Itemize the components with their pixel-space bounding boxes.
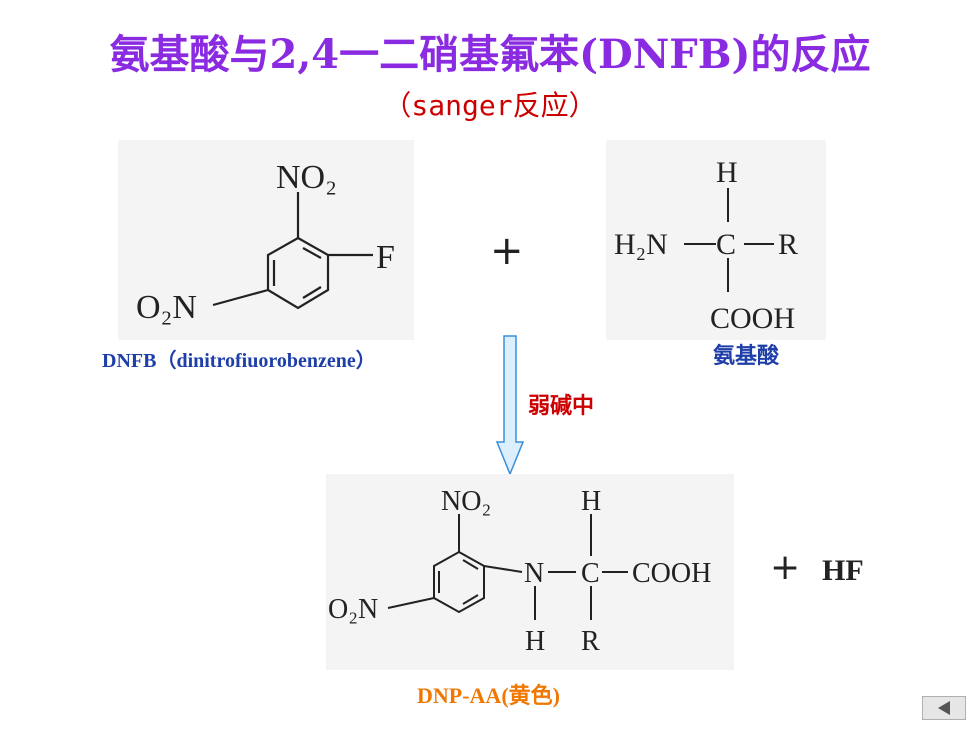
dnp-n-label: N (524, 558, 544, 589)
product-name: DNP-AA(黄色) (417, 683, 560, 708)
dnp-h-top-label: H (581, 486, 601, 517)
dnp-cooh-label: COOH (632, 558, 711, 589)
previous-slide-button[interactable] (922, 696, 966, 720)
dnp-r-label: R (581, 626, 600, 657)
dnfb-structure: NO₂ F O₂N (118, 140, 414, 340)
amino-acid-structure: H H₂N C R COOH (606, 140, 826, 340)
aa-h-label: H (716, 156, 738, 189)
aa-c-label: C (716, 228, 736, 261)
plus-sign-byproduct: + (770, 547, 801, 588)
aa-cooh-label: COOH (710, 302, 795, 335)
plus-sign: + (490, 228, 524, 274)
dnp-h-bottom-label: H (525, 626, 545, 657)
amino-acid-name: 氨基酸 (713, 344, 780, 369)
dnfb-no2-label: NO₂ (276, 159, 337, 196)
triangle-left-icon (938, 701, 950, 715)
dnp-no2-label: NO₂ (441, 486, 491, 517)
aa-h2n-label: H₂N (614, 228, 668, 261)
dnfb-name: DNFB（dinitrofiuorobenzene） (102, 350, 376, 372)
slide-title: 氨基酸与2,4一二硝基氟苯(DNFB)的反应 (109, 31, 871, 78)
dnp-o2n-label: O₂N (328, 594, 378, 625)
dnfb-f-label: F (376, 239, 395, 276)
reaction-arrow (495, 335, 525, 476)
byproduct-hf: HF (822, 554, 864, 587)
dnp-aa-structure: NO₂ H N C COOH O₂N H R (326, 474, 734, 670)
slide-subtitle: （sanger反应） (383, 89, 597, 122)
dnfb-o2n-label: O₂N (136, 289, 197, 326)
dnp-c-label: C (581, 558, 600, 589)
reaction-condition: 弱碱中 (528, 394, 595, 419)
aa-r-label: R (778, 228, 798, 261)
